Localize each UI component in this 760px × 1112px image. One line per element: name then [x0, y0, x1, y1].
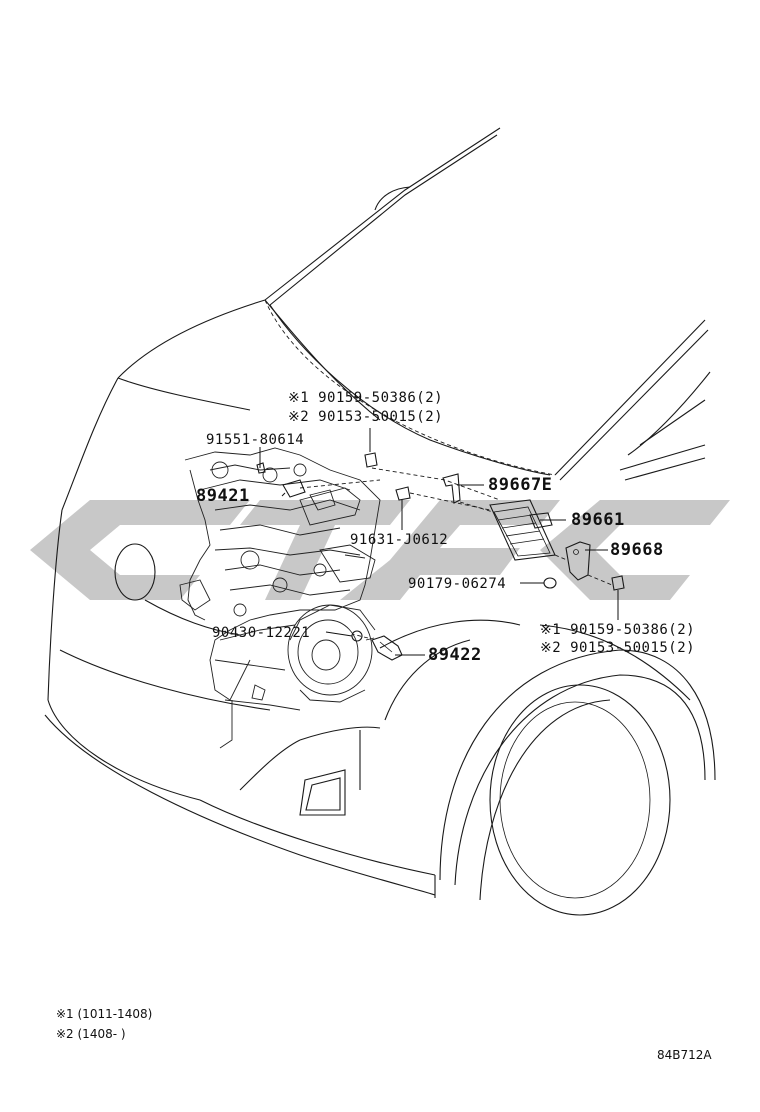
footnote-2: ※2 (1408- )	[56, 1027, 126, 1041]
diagram-code: 84B712A	[657, 1048, 712, 1062]
label-top-note-1: ※1 90159-50386(2)	[288, 390, 444, 406]
leader-lines	[259, 428, 619, 656]
part-bracket-89667e	[442, 473, 461, 504]
vehicle-outline	[44, 127, 716, 916]
label-89661: 89661	[571, 510, 625, 530]
label-top-note-2: ※2 90153-50015(2)	[288, 409, 444, 425]
part-sensor-89421	[282, 479, 306, 498]
label-89668: 89668	[610, 540, 664, 560]
installation-lines	[299, 467, 613, 639]
label-91631-j0612: 91631-J0612	[350, 532, 449, 548]
label-89422: 89422	[428, 645, 482, 665]
label-89421: 89421	[196, 486, 250, 506]
label-right-note-1: ※1 90159-50386(2)	[540, 622, 696, 638]
label-right-note-2: ※2 90153-50015(2)	[540, 640, 696, 656]
label-89667e: 89667E	[488, 475, 553, 495]
engine-assembly	[179, 447, 381, 749]
footnote-1: ※1 (1011-1408)	[56, 1007, 153, 1021]
label-91551-80614: 91551-80614	[206, 432, 305, 448]
label-90179-06274: 90179-06274	[408, 576, 507, 592]
label-90430-12221: 90430-12221	[212, 625, 311, 641]
